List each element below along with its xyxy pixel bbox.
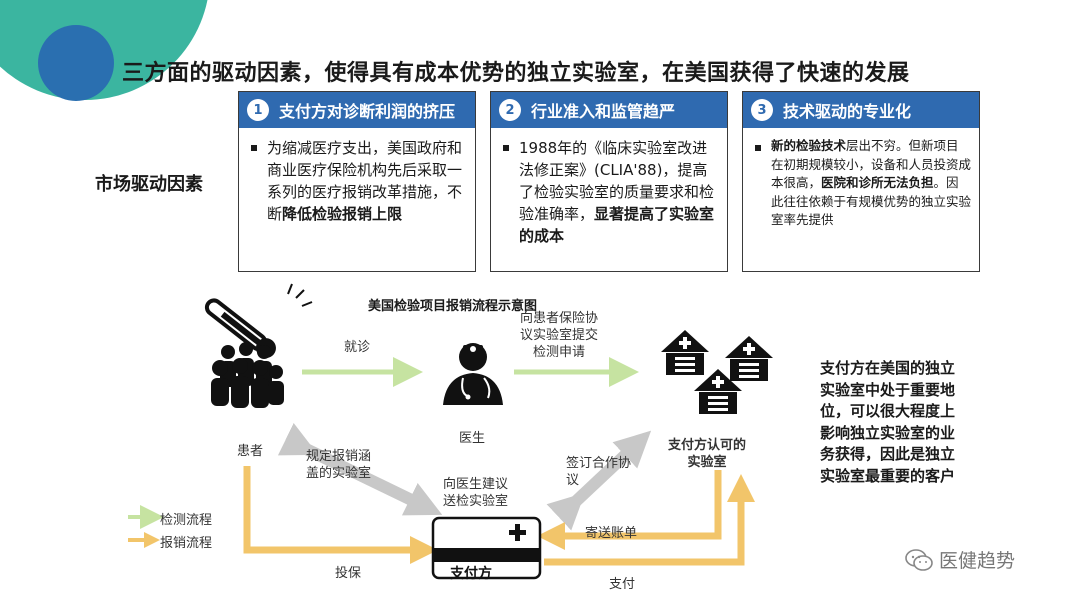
label-send-bill: 寄送账单 [585, 526, 638, 541]
arrow-pay [544, 474, 755, 566]
wechat-icon [905, 548, 933, 571]
bullet-icon [755, 145, 761, 151]
label-submit-request: 向患者保险协 议实验室提交 检测申请 [520, 311, 599, 360]
factor-heading: 行业准入和监管趋严 [531, 102, 676, 121]
factor-card-header: 2 行业准入和监管趋严 [491, 92, 727, 128]
lab-building-icon [661, 330, 709, 375]
patient-crowd-icon [204, 283, 313, 408]
page-title: 三方面的驱动因素，使得具有成本优势的独立实验室，在美国获得了快速的发展 [122, 61, 910, 86]
watermark: 医健趋势 [905, 546, 1015, 573]
label-labs: 支付方认可的 实验室 [668, 438, 747, 470]
factor-card-body: 为缩减医疗支出，美国政府和商业医疗保险机构先后采取一系列的医疗报销改革措施，不断… [239, 128, 475, 225]
label-payer: 支付方 [450, 566, 492, 582]
doctor-icon [443, 343, 503, 405]
label-visit: 就诊 [344, 340, 371, 355]
label-doctor: 医生 [459, 431, 486, 446]
arrow-specify-labs [277, 422, 443, 516]
factor-card-body: 1988年的《临床实验室改进法修正案》(CLIA'88)，提高了检验实验室的质量… [491, 128, 727, 247]
diagram-title: 美国检验项目报销流程示意图 [368, 299, 538, 314]
factor-number-badge: 2 [499, 99, 521, 121]
arrow-send-bill [537, 470, 722, 550]
payer-card-icon [431, 516, 542, 580]
bullet-icon [251, 145, 257, 151]
factor-card-payer-pressure: 1 支付方对诊断利润的挤压 为缩减医疗支出，美国政府和商业医疗保险机构先后采取一… [238, 91, 476, 272]
factor-text: 1988年的《临床实验室改进法修正案》(CLIA'88)，提高了检验实验室的质量… [519, 139, 715, 245]
label-pay: 支付 [609, 577, 636, 592]
factor-number-badge: 1 [247, 99, 269, 121]
factor-heading: 技术驱动的专业化 [783, 102, 912, 121]
label-patient: 患者 [237, 444, 264, 459]
side-note: 支付方在美国的独立实验室中处于重要地位，可以很大程度上影响独立实验室的业务获得，… [820, 359, 956, 485]
label-specify-labs: 规定报销涵 盖的实验室 [306, 449, 372, 481]
legend-item-test-flow: 检测流程 [160, 513, 213, 528]
bullet-icon [503, 145, 509, 151]
arrow-sign-agreement [546, 430, 652, 531]
factor-card-regulation: 2 行业准入和监管趋严 1988年的《临床实验室改进法修正案》(CLIA'88)… [490, 91, 728, 272]
market-drivers-label: 市场驱动因素 [95, 174, 203, 195]
factor-heading: 支付方对诊断利润的挤压 [279, 102, 456, 121]
factor-number-badge: 3 [751, 99, 773, 121]
factor-card-header: 1 支付方对诊断利润的挤压 [239, 92, 475, 128]
lab-building-icon [694, 369, 742, 414]
corner-decoration-blue [38, 25, 114, 101]
factor-text: 新的检验技术层出不穷。但新项目在初期规模较小，设备和人员投资成本很高，医院和诊所… [771, 138, 972, 227]
arrow-insure [243, 466, 438, 564]
factor-card-header: 3 技术驱动的专业化 [743, 92, 979, 128]
factor-text: 为缩减医疗支出，美国政府和商业医疗保险机构先后采取一系列的医疗报销改革措施，不断… [267, 139, 463, 223]
legend-item-reimburse-flow: 报销流程 [160, 536, 213, 551]
lab-building-icon [725, 336, 773, 381]
factor-card-technology: 3 技术驱动的专业化 新的检验技术层出不穷。但新项目在初期规模较小，设备和人员投… [742, 91, 980, 272]
label-sign-agreement: 签订合作协 议 [566, 456, 632, 488]
label-recommend-lab: 向医生建议 送检实验室 [443, 477, 509, 509]
factor-card-body: 新的检验技术层出不穷。但新项目在初期规模较小，设备和人员投资成本很高，医院和诊所… [743, 128, 979, 230]
label-insure: 投保 [335, 566, 362, 581]
